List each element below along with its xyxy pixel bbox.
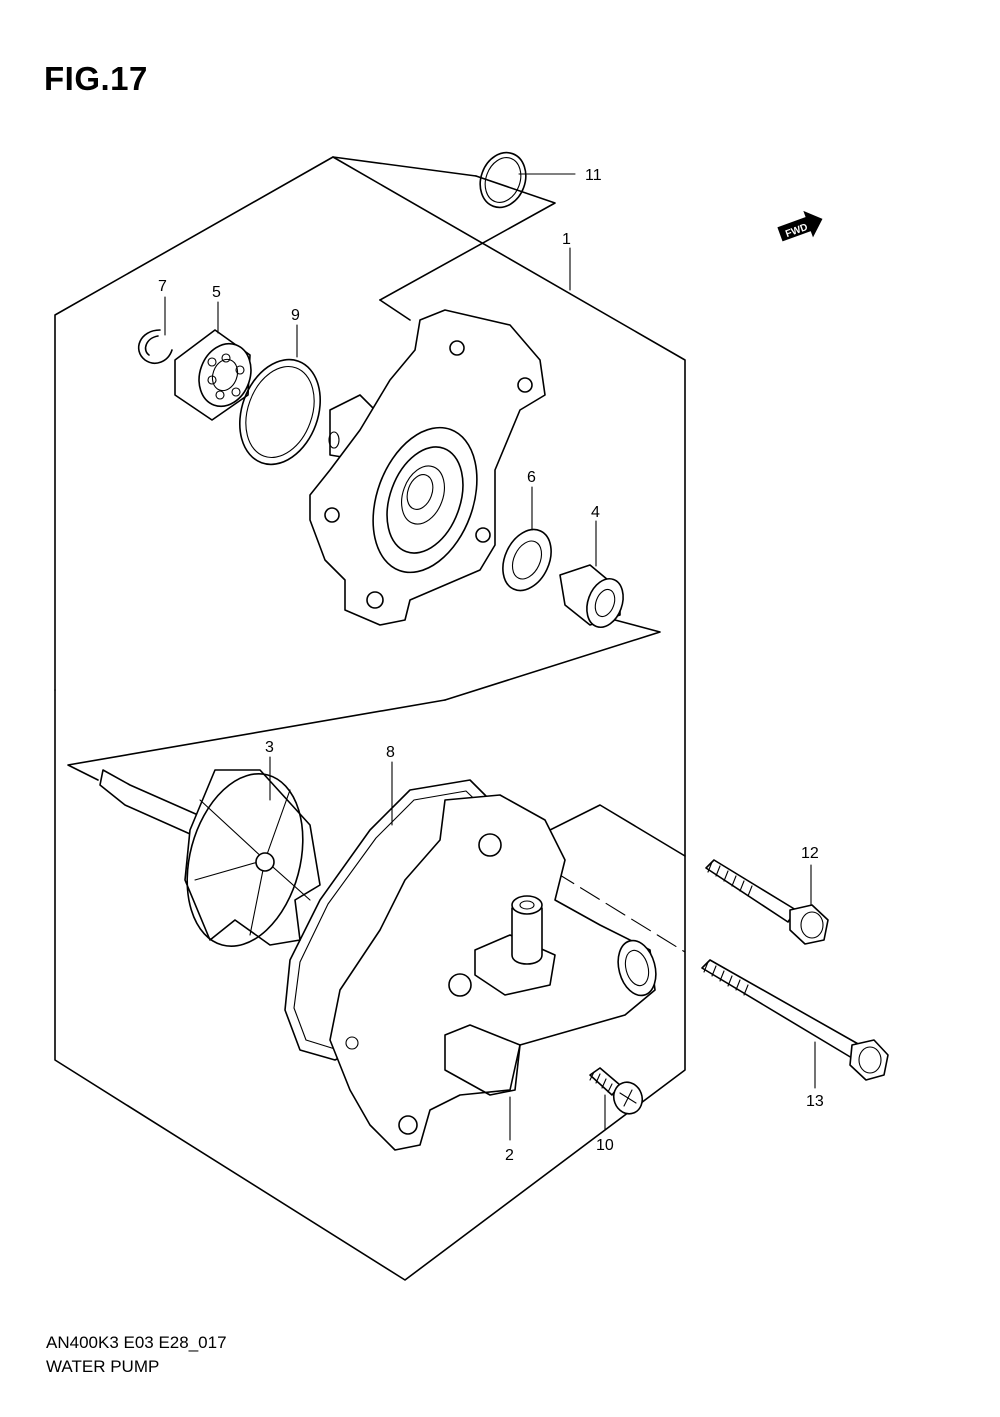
callout-3: 3 — [265, 739, 274, 756]
bearing-icon — [174, 329, 252, 421]
callout-6: 6 — [527, 469, 536, 486]
callout-10: 10 — [596, 1137, 614, 1154]
o-ring-icon — [238, 358, 322, 466]
diagram-code: AN400K3 E03 E28_017 — [46, 1333, 227, 1352]
callout-7: 7 — [158, 278, 167, 295]
callout-2: 2 — [505, 1147, 514, 1164]
figure-title: FIG.17 — [44, 60, 148, 97]
screw-icon — [589, 1067, 644, 1115]
circlip-icon — [137, 329, 173, 364]
callouts: 1 2 3 4 5 6 7 8 9 10 11 12 13 — [158, 167, 824, 1164]
pump-cover-icon — [329, 794, 657, 1151]
callout-1: 1 — [562, 231, 571, 248]
callout-11: 11 — [585, 167, 602, 184]
impeller-shaft-icon — [99, 769, 321, 947]
pump-case-icon — [309, 309, 546, 626]
callout-12: 12 — [801, 845, 819, 862]
fwd-arrow-icon: FWD — [777, 210, 823, 242]
callout-9: 9 — [291, 307, 300, 324]
mechanical-seal-icon — [559, 564, 624, 629]
leader-lines — [164, 173, 816, 1141]
bolt-icon — [705, 859, 829, 945]
callout-13: 13 — [806, 1093, 824, 1110]
diagram-name: WATER PUMP — [46, 1357, 160, 1376]
callout-8: 8 — [386, 744, 395, 761]
bolt-icon — [701, 959, 889, 1081]
callout-5: 5 — [212, 284, 221, 301]
assembly-frame — [54, 156, 686, 1281]
callout-4: 4 — [591, 504, 600, 521]
o-ring-icon — [479, 151, 527, 209]
oil-seal-icon — [502, 528, 552, 592]
